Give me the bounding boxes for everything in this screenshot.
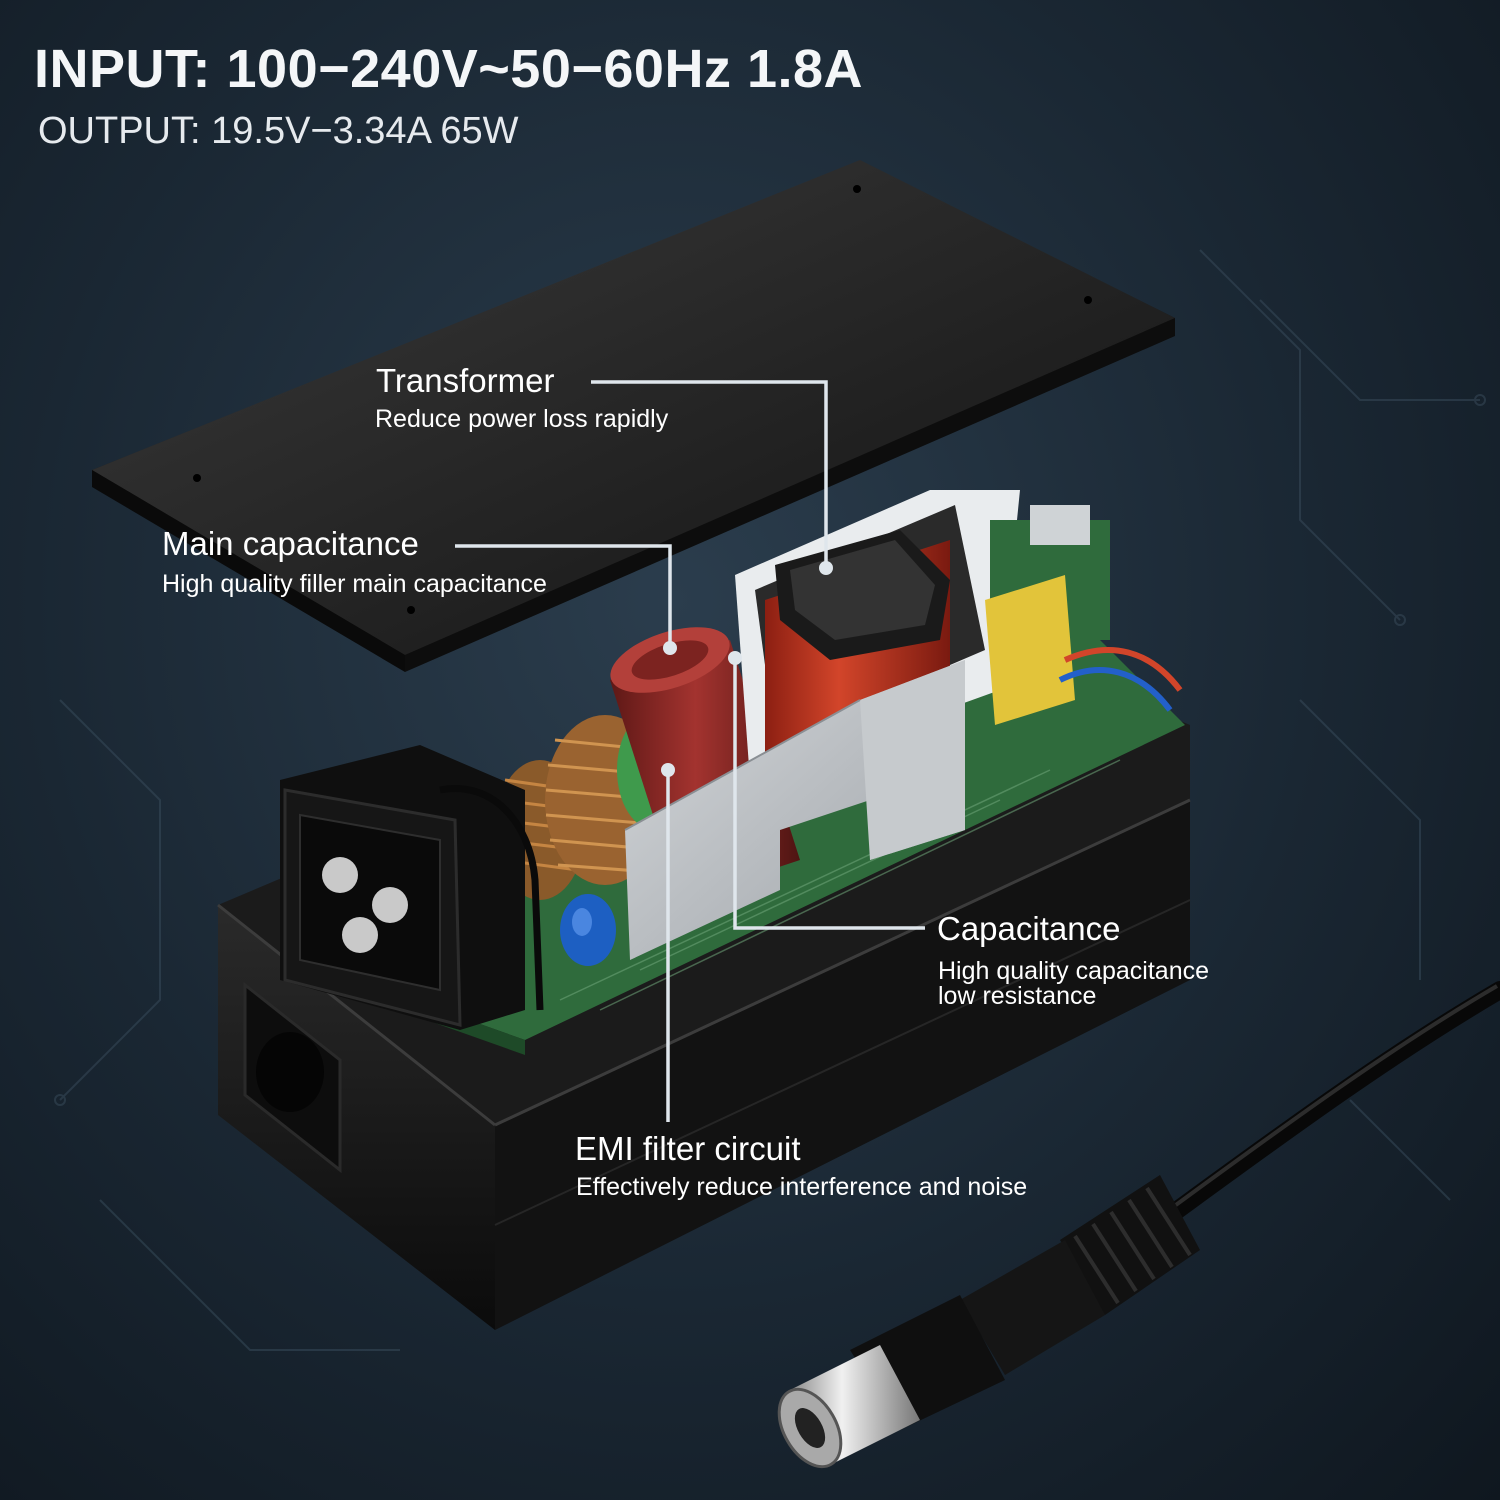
output-components [985,505,1183,725]
y-capacitor [560,894,616,966]
heat-shield [624,660,965,960]
callout-lines [455,380,925,1122]
transformer-description: Reduce power loss rapidly [375,405,669,433]
ac-inlet-socket [280,745,544,1030]
capacitance-description-line2: low resistance [938,982,1097,1010]
output-spec-heading: OUTPUT: 19.5V−3.34A 65W [38,110,519,152]
transformer-label: Transformer [376,362,555,399]
emi-filter-label: EMI filter circuit [575,1130,801,1167]
main-capacitance-leader-line [455,544,672,648]
capacitance-description-line1: High quality capacitance [938,957,1209,985]
main-capacitance-label: Main capacitance [162,525,419,562]
callout-dots [661,561,833,777]
dc-cable [777,981,1500,1469]
background-circuit-pattern [54,249,1486,1351]
top-lid [92,160,1175,672]
capacitance-leader-line [733,658,925,930]
main-capacitance-description: High quality filler main capacitance [162,570,547,598]
input-spec-heading: INPUT: 100−240V~50−60Hz 1.8A [34,39,864,99]
transformer-leader-line [591,380,828,568]
emi-filter-description: Effectively reduce interference and nois… [576,1173,1028,1201]
capacitance-label: Capacitance [937,910,1121,947]
